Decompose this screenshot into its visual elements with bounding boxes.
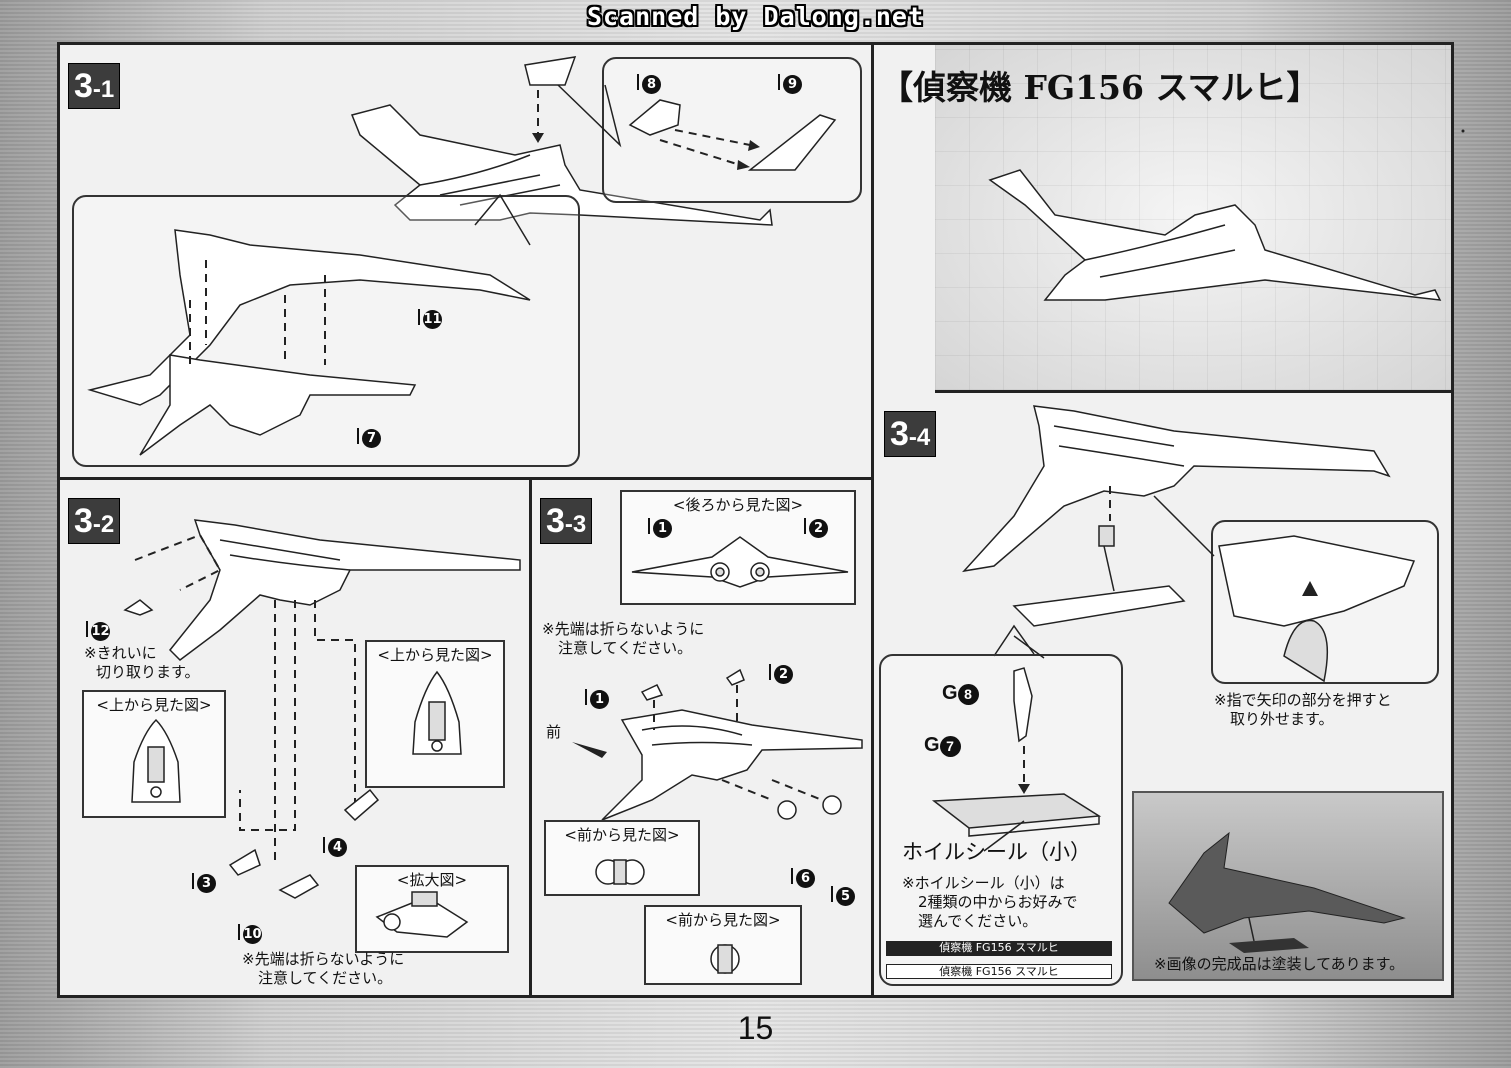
parts-7-11-illustration	[87, 193, 531, 456]
part-label-10: 10	[238, 923, 262, 944]
part-label-7: 7	[357, 427, 381, 448]
direction-front-label: 前	[546, 723, 562, 741]
painted-model-photo: ※画像の完成品は塗装してあります。	[1132, 791, 1444, 981]
note-press-remove: ※指で矢印の部分を押すと 取り外せます。	[1214, 691, 1392, 729]
step-3-3-sub: -3	[564, 511, 587, 538]
top-view-a-illustration	[131, 718, 181, 803]
note-foil-line1: ※ホイルシール（小）は	[902, 874, 1065, 892]
zoom-view-illustration	[375, 891, 469, 938]
front-view-b-title: <前から見た図>	[665, 911, 781, 929]
painted-model-aircraft	[1168, 831, 1406, 953]
note-tip-care-a-line1: ※先端は折らないように	[242, 950, 405, 968]
front-view-b-illustration	[710, 944, 740, 974]
note-painted-sample: ※画像の完成品は塗装してあります。	[1154, 955, 1405, 973]
foil-sticker-dark: 偵察機 FG156 スマルヒ	[886, 941, 1112, 956]
part-label-8: 8	[637, 73, 661, 94]
step-3-2-panel: 3-2 12 ※きれいに 切り取ります。 <上から見た図>	[60, 480, 529, 995]
step-3-1-number: 3	[74, 67, 93, 105]
step-3-3-number: 3	[546, 502, 565, 540]
note-press-remove-line2: 取り外せます。	[1230, 710, 1334, 728]
divider-horizontal-left	[60, 477, 871, 480]
step-3-2-badge: 3-2	[68, 498, 121, 544]
rear-view-illustration	[631, 536, 849, 588]
rear-view-box: <後ろから見た図>	[620, 490, 856, 605]
model-title: 【偵察機 FG156 スマルヒ】	[880, 68, 1320, 107]
step-3-3-illustration	[572, 668, 863, 821]
note-tip-care-b-line1: ※先端は折らないように	[542, 620, 705, 638]
inset-stand-parts	[879, 654, 1123, 986]
part-label-6: 6	[791, 867, 815, 888]
part-label-9: 9	[778, 73, 802, 94]
note-tip-care-b: ※先端は折らないように 注意してください。	[542, 620, 704, 658]
note-cut-clean-line2: 切り取ります。	[96, 663, 200, 681]
part-label-2-rear: 2	[804, 517, 828, 538]
step-3-4-sub: -4	[908, 424, 931, 451]
step-3-1-sub: -1	[92, 76, 115, 103]
part-label-4: 4	[323, 836, 347, 857]
parts-8-9-illustration	[557, 84, 837, 171]
top-view-box-a: <上から見た図>	[82, 690, 226, 818]
stand-parts-illustration	[931, 635, 1102, 852]
part-label-3: 3	[192, 872, 216, 893]
front-view-box-b: <前から見た図>	[644, 905, 802, 985]
top-view-b-illustration	[412, 670, 462, 755]
note-foil-choice: ※ホイルシール（小）は 2種類の中からお好みで 選んでください。	[902, 874, 1078, 931]
front-view-a-illustration	[595, 859, 645, 885]
part-label-12: 12	[86, 620, 110, 641]
note-tip-care-b-line2: 注意してください。	[558, 639, 693, 657]
zoom-view-title: <拡大図>	[396, 871, 468, 889]
step-3-2-sub: -2	[92, 511, 115, 538]
part-label-5: 5	[831, 885, 855, 906]
finished-model-render	[935, 45, 1465, 393]
front-view-a-title: <前から見た図>	[564, 826, 680, 844]
note-foil-line2: 2種類の中からお好みで	[918, 893, 1078, 911]
step-3-4-panel: 3-4 ※指で矢印の部分を押すと 取り外せます。	[874, 396, 1451, 995]
rear-view-title: <後ろから見た図>	[672, 496, 804, 514]
front-view-box-a: <前から見た図>	[544, 820, 700, 896]
part-label-1-rear: 1	[648, 517, 672, 538]
scan-watermark: Scanned by Dalong.net	[586, 2, 925, 31]
step-3-4-badge: 3-4	[884, 411, 937, 457]
press-to-remove-illustration	[1153, 495, 1416, 683]
part-label-11: 11	[418, 308, 442, 329]
note-cut-clean: ※きれいに 切り取ります。	[84, 644, 200, 682]
note-tip-care-a: ※先端は折らないように 注意してください。	[242, 950, 404, 988]
note-foil-line3: 選んでください。	[918, 912, 1038, 930]
top-view-box-b: <上から見た図>	[365, 640, 505, 788]
part-label-1-front: 1	[585, 688, 609, 709]
top-view-b-title: <上から見た図>	[377, 646, 493, 664]
foil-sticker-light: 偵察機 FG156 スマルヒ	[886, 964, 1112, 979]
step-3-2-illustration	[123, 519, 521, 899]
step-3-3-badge: 3-3	[540, 498, 593, 544]
note-press-remove-line1: ※指で矢印の部分を押すと	[1214, 691, 1392, 709]
step-3-1-panel: 3-1 8 9	[60, 45, 871, 477]
top-view-a-title: <上から見た図>	[96, 696, 212, 714]
instruction-sheet: 3-1 8 9	[57, 42, 1465, 998]
step-3-4-number: 3	[890, 415, 909, 453]
foil-sticker-title: ホイルシール（小）	[902, 840, 1091, 864]
step-3-3-panel: 3-3 <後ろから見た図> 1 2 ※先端は折らないように 注意してください。 …	[532, 480, 871, 995]
model-render-aircraft	[988, 129, 1465, 301]
divider-vertical-left	[529, 477, 532, 995]
step-3-4-illustration	[961, 405, 1391, 657]
step-3-1-badge: 3-1	[68, 63, 121, 109]
zoom-view-box: <拡大図>	[355, 865, 509, 953]
note-tip-care-a-line2: 注意してください。	[258, 969, 393, 987]
note-cut-clean-line1: ※きれいに	[84, 644, 157, 662]
part-label-2-front: 2	[769, 663, 793, 684]
step-3-2-number: 3	[74, 502, 93, 540]
divider-vertical-main	[871, 45, 874, 995]
page-number: 15	[737, 1010, 774, 1046]
